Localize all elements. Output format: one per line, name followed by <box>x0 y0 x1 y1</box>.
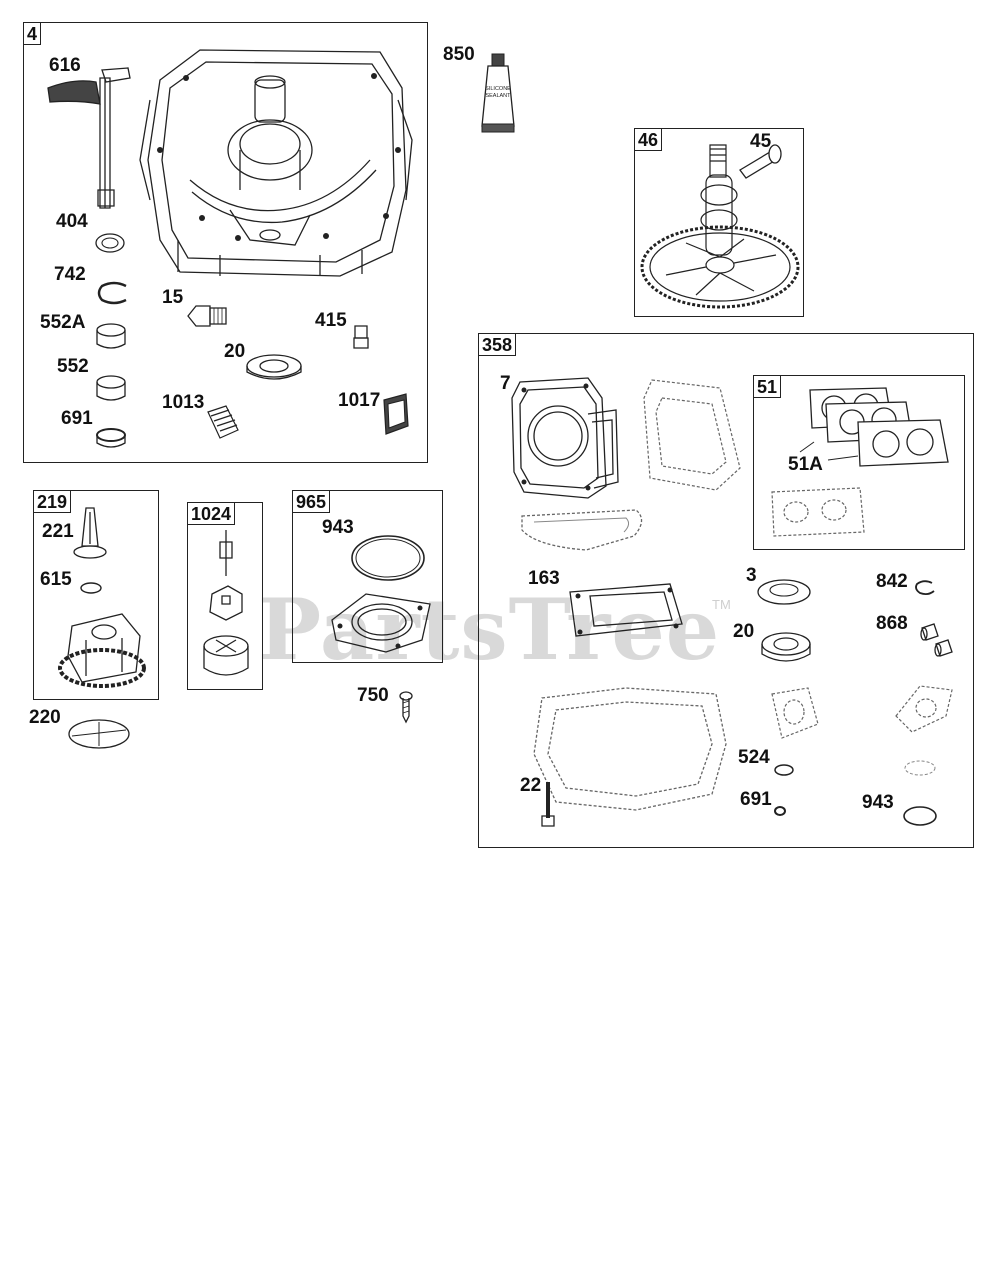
gasket-163 <box>566 580 686 640</box>
group-46-box: 46 <box>634 128 804 317</box>
crankcase-illustration <box>130 40 420 280</box>
part-label-616: 616 <box>49 55 81 76</box>
intake-spacer-dashed-left <box>764 684 824 744</box>
group-965-tag: 965 <box>292 490 331 513</box>
screw-750 <box>398 690 414 724</box>
bushing-552a <box>94 322 128 352</box>
e-clip-742 <box>94 280 130 306</box>
part-label-750: 750 <box>357 685 389 706</box>
part-label-842: 842 <box>876 571 908 592</box>
part-label-943-adapter: 943 <box>322 517 354 538</box>
part-label-615: 615 <box>40 569 72 590</box>
part-label-850: 850 <box>443 44 475 65</box>
oring-943-adapter <box>346 530 430 586</box>
oil-pump-parts <box>198 528 254 684</box>
governor-cup-221 <box>70 506 110 564</box>
group-4-box: 4 <box>23 22 428 463</box>
camshaft-gear <box>636 135 802 313</box>
group-219-box: 219 <box>33 490 159 700</box>
valve-cover-gasket-dashed <box>640 374 744 494</box>
washer-404 <box>94 232 126 254</box>
part-label-1017: 1017 <box>338 390 381 411</box>
intake-spacer-dashed-right <box>892 680 956 736</box>
group-358-tag: 358 <box>478 333 517 356</box>
group-51-box: 51 <box>753 375 965 550</box>
part-label-22: 22 <box>520 775 542 796</box>
seal-691 <box>94 426 128 452</box>
group-965-box: 965 <box>292 490 443 663</box>
part-label-868: 868 <box>876 613 908 634</box>
washer-615 <box>78 580 104 596</box>
part-label-220: 220 <box>29 707 61 728</box>
carburetor-gasket-set-51 <box>800 384 956 544</box>
part-label-524: 524 <box>738 747 770 768</box>
ring-524 <box>772 762 796 778</box>
oil-seal-20-gasketset <box>758 630 814 670</box>
group-51-tag: 51 <box>753 375 782 398</box>
part-label-691-gasketset: 691 <box>740 789 772 810</box>
filter-1013 <box>204 404 240 440</box>
part-label-1013: 1013 <box>162 392 205 413</box>
part-label-20-gasketset: 20 <box>733 621 755 642</box>
part-label-45: 45 <box>750 131 772 152</box>
part-label-691-crankcase: 691 <box>61 408 93 429</box>
governor-washer-220 <box>66 716 132 752</box>
group-1024-box: 1024 <box>187 502 263 690</box>
part-label-552a: 552A <box>40 312 86 333</box>
part-label-742: 742 <box>54 264 86 285</box>
sealant-label-line2: SEALANT <box>485 93 511 99</box>
group-358-box: 358 <box>478 333 974 848</box>
part-label-163: 163 <box>528 568 560 589</box>
sealant-label-line1: SILICONE <box>485 86 511 92</box>
oring-943-gasketset <box>900 756 942 830</box>
seal-3 <box>754 576 814 610</box>
part-label-15: 15 <box>162 287 184 308</box>
watermark-trademark: TM <box>712 597 731 612</box>
head-gasket-7 <box>508 374 620 502</box>
tappet-45 <box>736 142 784 188</box>
sealant-tube-850: SILICONE SEALANT <box>478 52 518 136</box>
oil-seal-20-crankcase <box>244 352 306 386</box>
part-label-51a: 51A <box>788 454 823 475</box>
part-label-3: 3 <box>746 565 757 586</box>
bolt-22 <box>538 780 558 830</box>
part-label-552: 552 <box>57 356 89 377</box>
plug-15 <box>186 302 230 330</box>
part-label-404: 404 <box>56 211 88 232</box>
part-label-221: 221 <box>42 521 74 542</box>
seal-691-gasketset <box>772 804 788 818</box>
intake-gasket-dashed <box>516 506 650 554</box>
ring-842 <box>912 580 938 596</box>
part-label-943-gasketset: 943 <box>862 792 894 813</box>
part-label-20-crankcase: 20 <box>224 341 246 362</box>
governor-gear <box>52 606 152 698</box>
group-4-tag: 4 <box>23 22 42 45</box>
group-46-tag: 46 <box>634 128 663 151</box>
crankcase-gasket-dashed <box>526 684 736 814</box>
part-label-7: 7 <box>500 373 511 394</box>
group-219-tag: 219 <box>33 490 72 513</box>
group-1024-tag: 1024 <box>187 502 236 525</box>
bushing-552 <box>94 374 128 404</box>
part-label-415: 415 <box>315 310 347 331</box>
oil-filter-adapter-gasket <box>326 590 434 656</box>
watermark: PartsTree <box>258 580 721 679</box>
seals-868 <box>918 622 962 662</box>
breather-1017 <box>378 392 412 440</box>
plug-415 <box>350 322 372 352</box>
governor-shaft-616 <box>44 60 134 230</box>
